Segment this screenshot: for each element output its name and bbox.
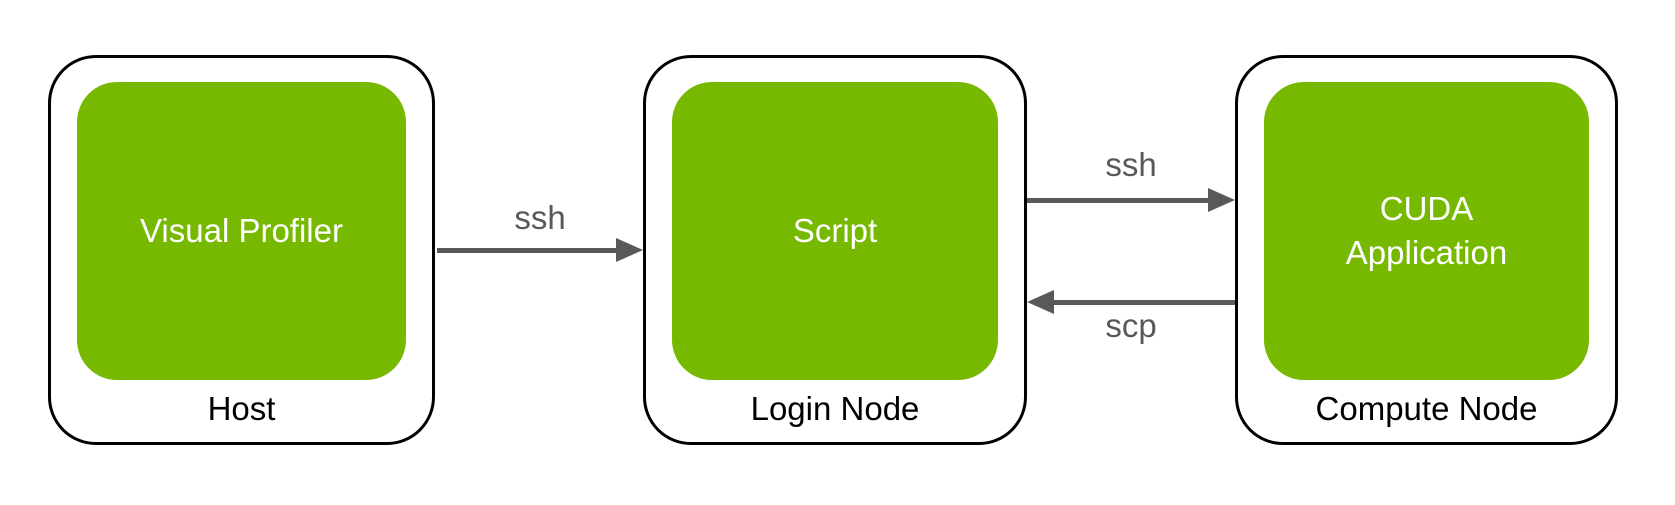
node-host-inner-box: Visual Profiler (77, 82, 406, 380)
node-host-inner-label: Visual Profiler (140, 212, 343, 250)
node-compute: CUDA Application Compute Node (1235, 55, 1618, 445)
arrowhead-left-icon (1027, 290, 1054, 314)
node-host-label: Host (207, 390, 276, 427)
node-compute-inner-box: CUDA Application (1264, 82, 1589, 380)
connection-compute-login-line (1053, 300, 1235, 305)
connection-host-login-label: ssh (514, 199, 566, 236)
node-compute-inner-label: CUDA Application (1345, 190, 1508, 271)
node-login-label: Login Node (750, 390, 920, 427)
connection-login-compute-label: ssh (1105, 146, 1157, 183)
arrowhead-right-icon (616, 238, 643, 262)
node-login-inner-label: Script (792, 212, 878, 250)
node-host: Visual Profiler Host (48, 55, 435, 445)
node-login: Script Login Node (643, 55, 1027, 445)
node-login-inner-box: Script (672, 82, 998, 380)
node-compute-label: Compute Node (1315, 390, 1538, 427)
connection-compute-login-label: scp (1105, 307, 1157, 344)
arrowhead-right-icon (1208, 188, 1235, 212)
connection-login-compute-line (1027, 198, 1209, 203)
connection-host-login-line (437, 248, 617, 253)
